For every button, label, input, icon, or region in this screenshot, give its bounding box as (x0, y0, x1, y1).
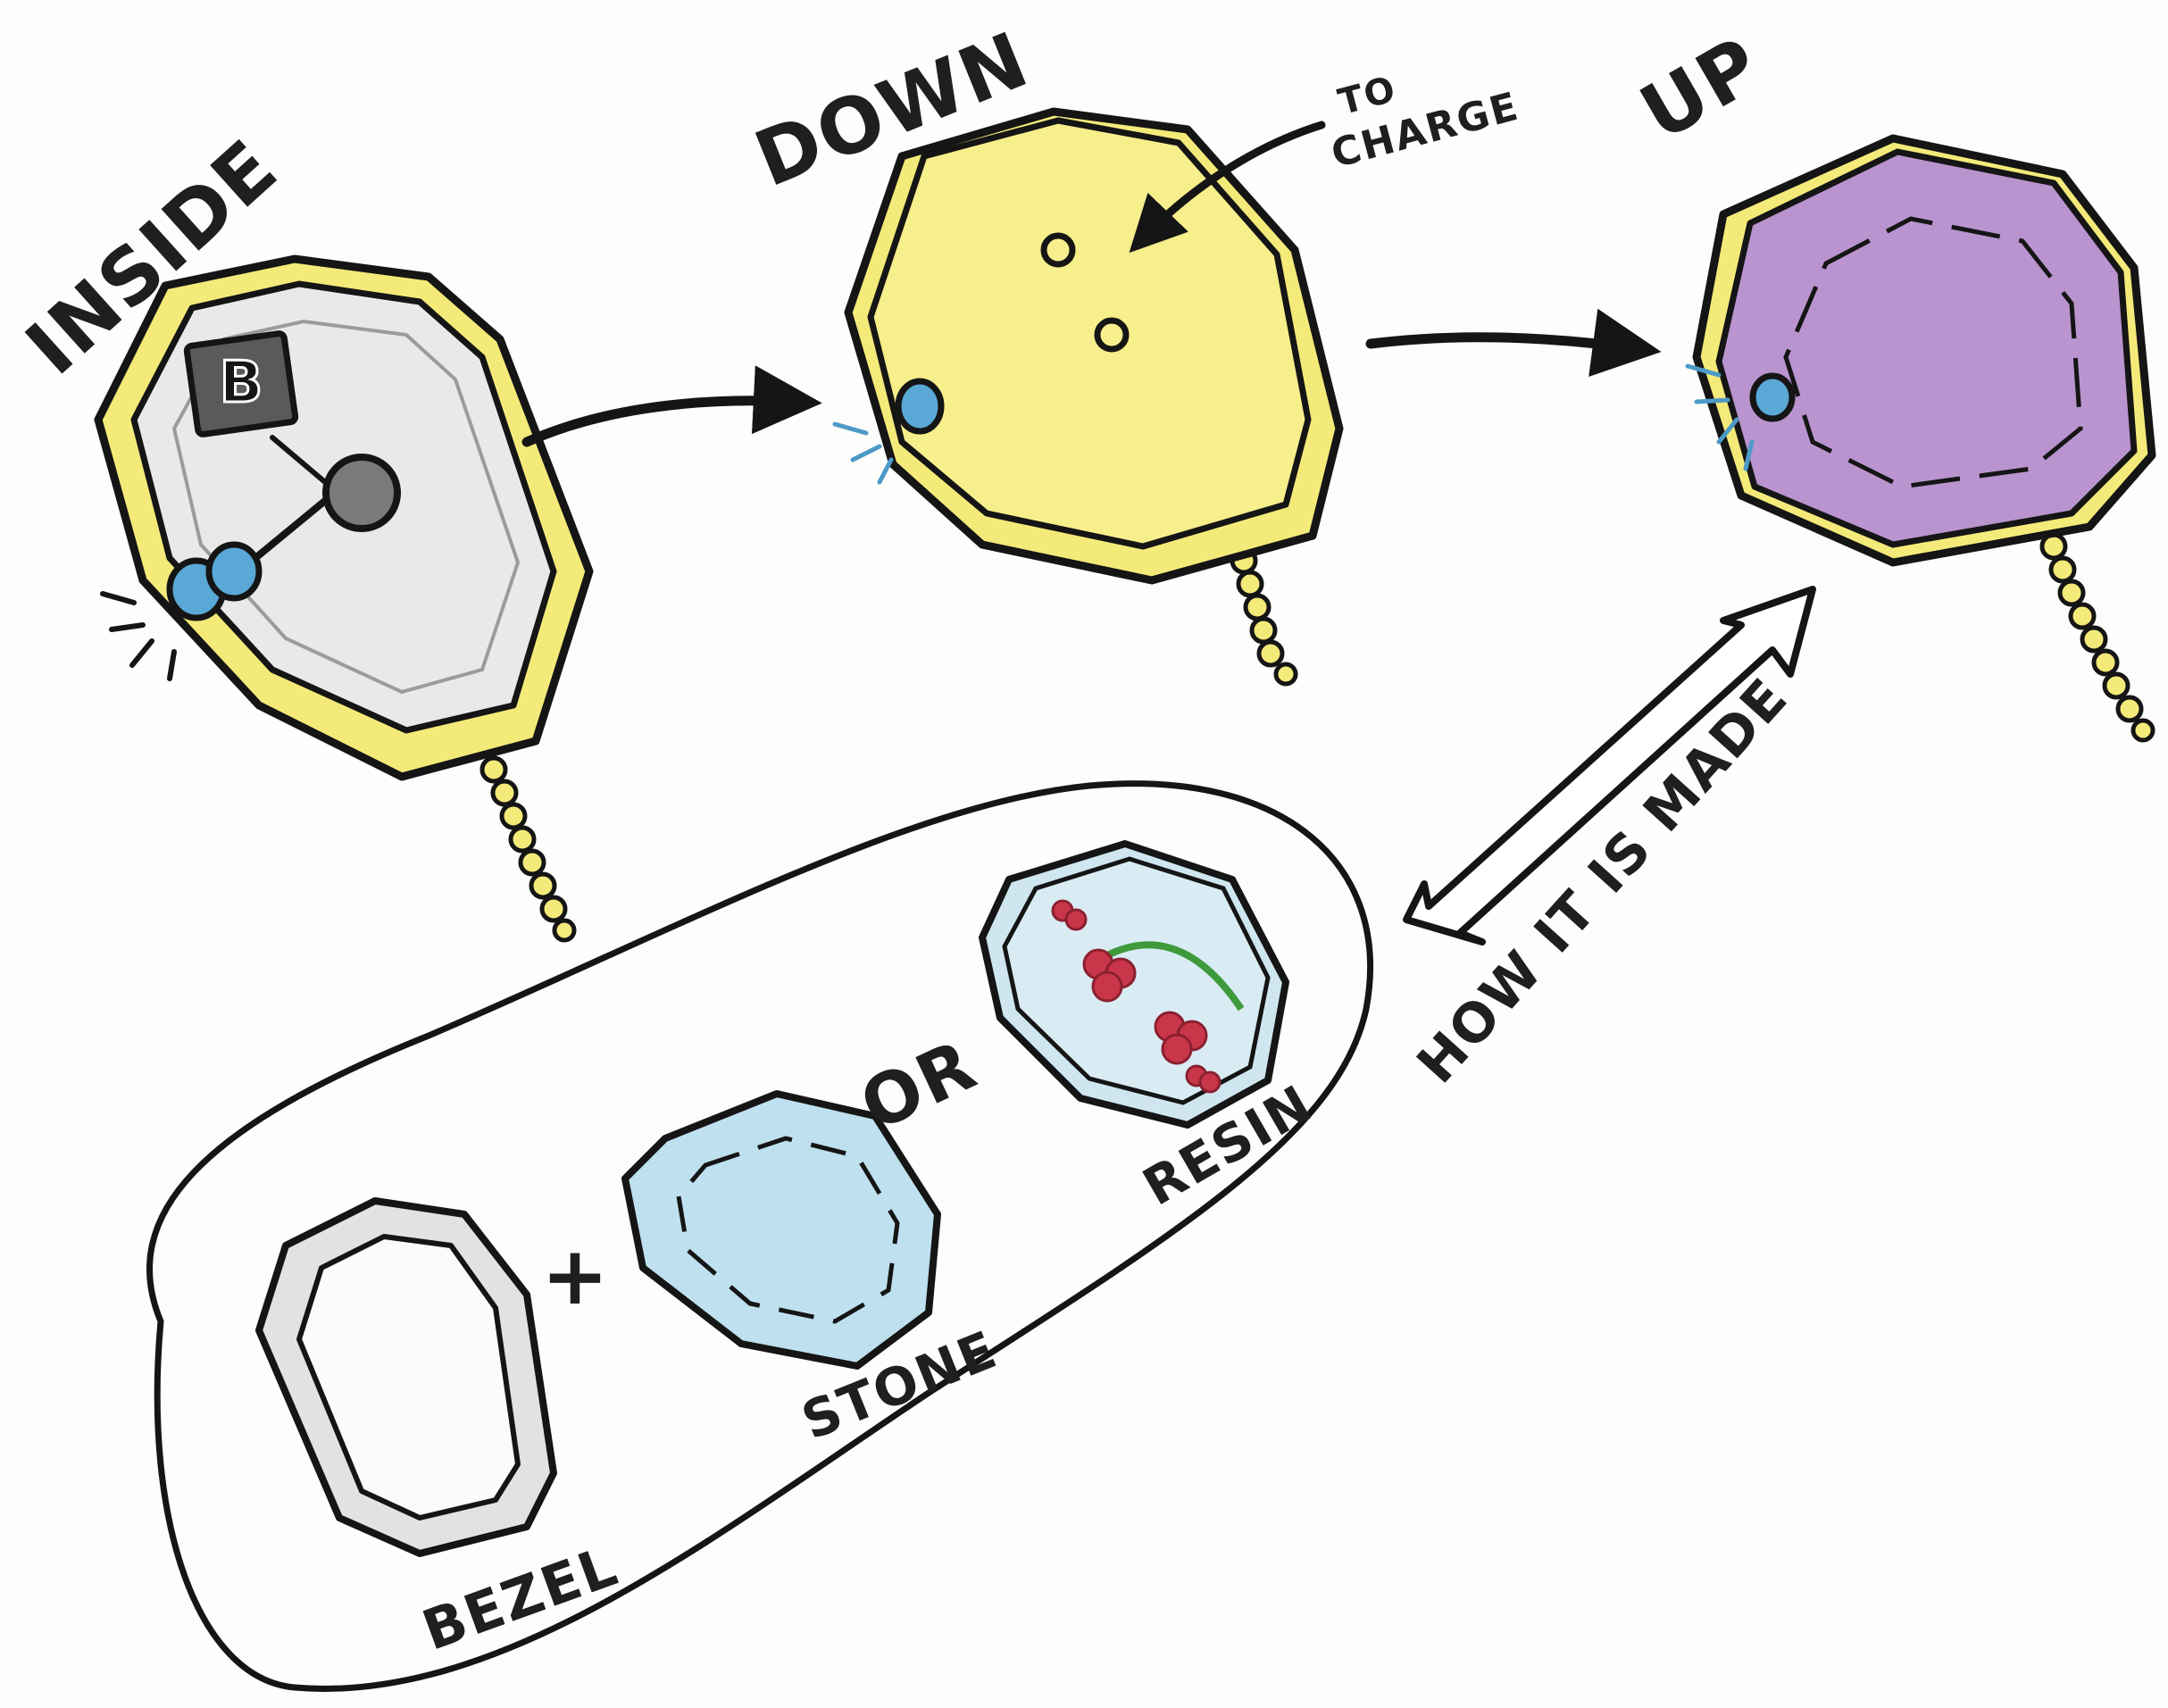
bezel (259, 1201, 554, 1554)
inside-button-2 (209, 545, 259, 598)
chain-inside (482, 758, 574, 940)
charge-hole-2 (1097, 321, 1126, 349)
arrow-inside-to-down (527, 401, 795, 442)
down-pendant (835, 112, 1339, 684)
chip-label: B (220, 350, 263, 416)
inside-pendant: B (98, 259, 589, 940)
up-button (1753, 376, 1792, 419)
arrow-down-to-up (1371, 337, 1634, 348)
resin (982, 844, 1286, 1125)
chain-up (2033, 511, 2153, 740)
chip: B (187, 333, 296, 435)
label-plus: + (541, 1229, 610, 1323)
label-up: UP (1626, 20, 1777, 158)
charge-hole-1 (1044, 236, 1072, 264)
up-stone (1719, 152, 2134, 545)
battery (326, 457, 397, 529)
down-button (898, 381, 941, 431)
